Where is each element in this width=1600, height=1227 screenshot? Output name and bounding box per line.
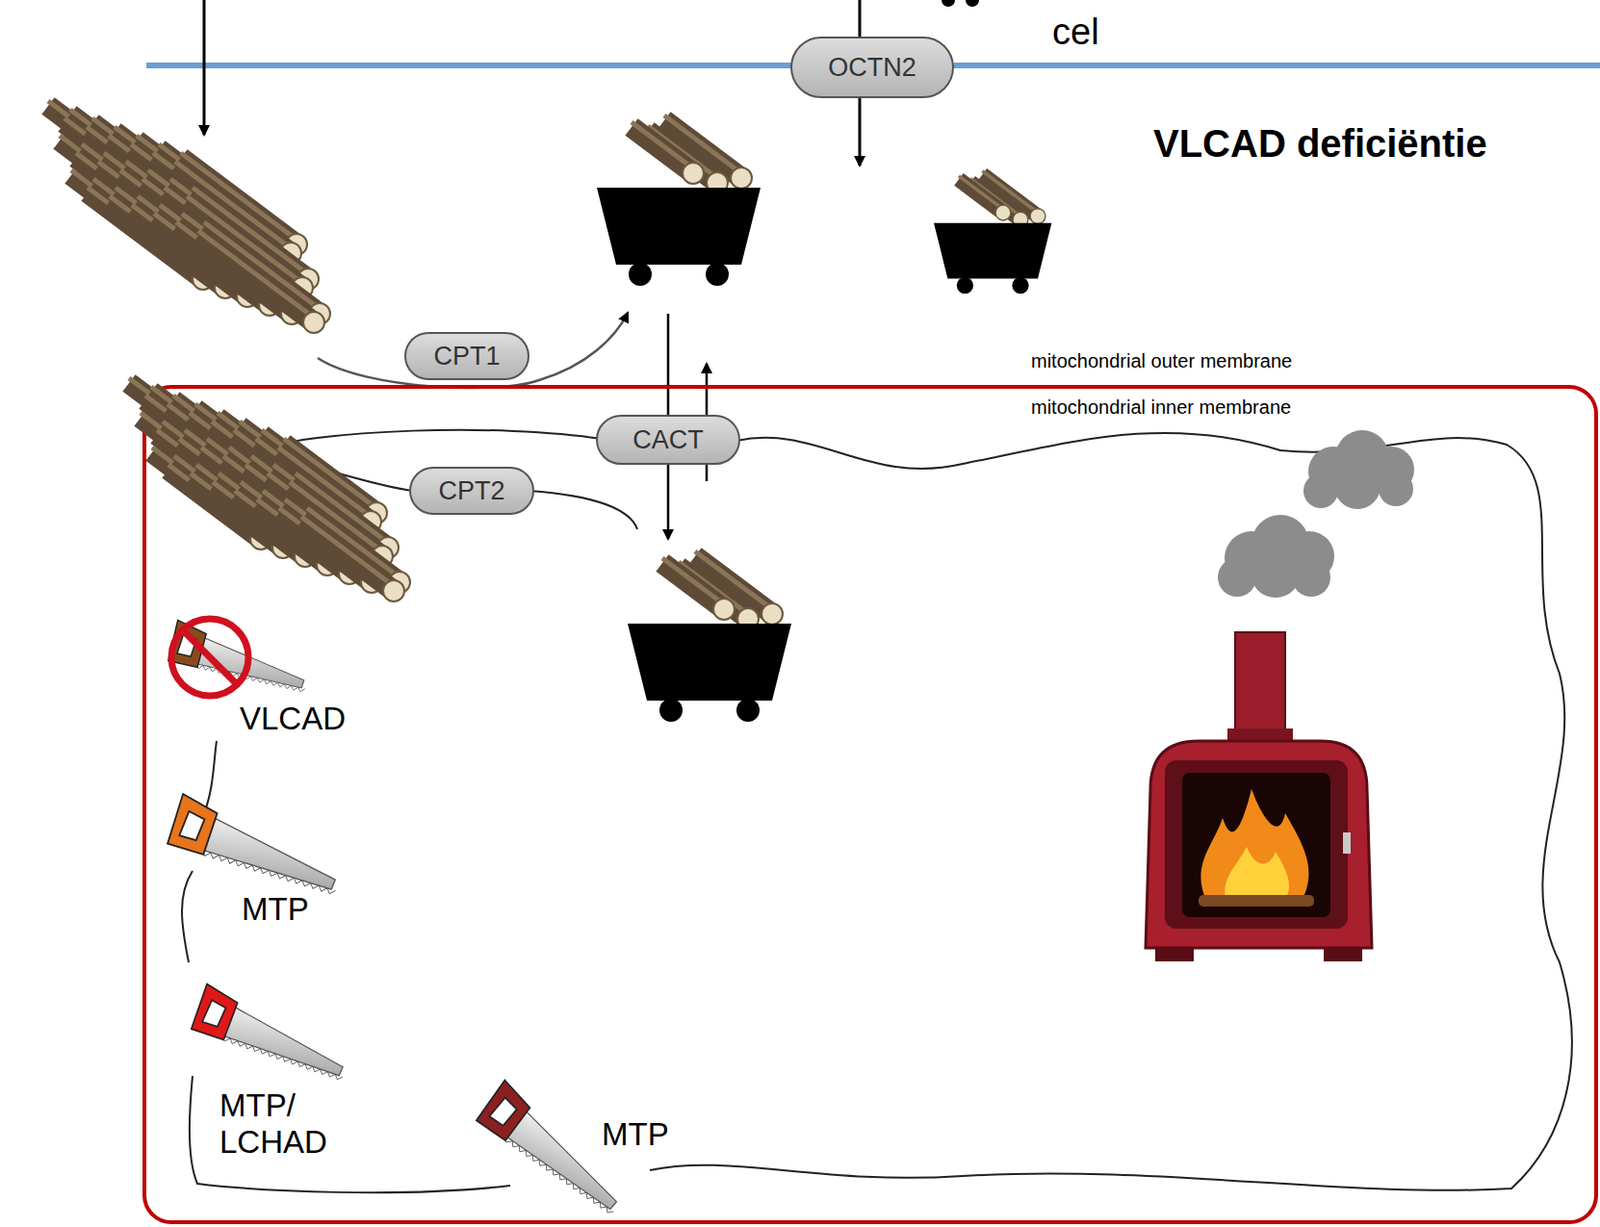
arrow bbox=[317, 312, 628, 388]
log-end bbox=[682, 162, 704, 184]
transporter-pill: CPT1 bbox=[404, 332, 530, 381]
region-label: cel bbox=[1052, 11, 1100, 54]
saw bbox=[473, 1080, 634, 1226]
log-end bbox=[303, 311, 325, 334]
node-label: CPT2 bbox=[438, 476, 505, 507]
prohibited-sign bbox=[171, 619, 249, 697]
transporter-pill: OCTN2 bbox=[790, 36, 955, 99]
log-end bbox=[995, 205, 1011, 221]
cart bbox=[933, 171, 1052, 294]
membrane-label: mitochondrial outer membrane bbox=[1031, 350, 1292, 373]
carnitine-dot bbox=[965, 0, 980, 7]
cart bbox=[596, 115, 761, 286]
log-pile bbox=[48, 101, 331, 334]
saw bbox=[187, 984, 356, 1094]
smoke bbox=[1217, 430, 1415, 598]
arrow bbox=[858, 0, 862, 39]
mitochondrion-outer-membrane bbox=[144, 387, 1597, 1223]
arrow bbox=[858, 96, 862, 166]
arrow bbox=[203, 0, 207, 135]
cart bbox=[627, 551, 792, 723]
enzyme-label: MTP bbox=[601, 1116, 670, 1154]
enzyme-label: MTP bbox=[241, 891, 310, 929]
transporter-pill: CPT2 bbox=[409, 466, 535, 516]
carnitine-dot bbox=[941, 0, 955, 7]
log-pile bbox=[129, 378, 411, 602]
log bbox=[198, 231, 314, 318]
log-end bbox=[1030, 208, 1046, 225]
log bbox=[301, 516, 394, 587]
log bbox=[301, 521, 394, 592]
log-end bbox=[761, 603, 783, 625]
log-end bbox=[383, 580, 405, 602]
log bbox=[631, 122, 694, 169]
log bbox=[662, 558, 724, 605]
membrane-label: mitochondrial inner membrane bbox=[1031, 396, 1291, 419]
title: VLCAD deficiëntie bbox=[1153, 121, 1488, 166]
log-end bbox=[730, 167, 752, 189]
log bbox=[198, 235, 314, 323]
log bbox=[958, 176, 1004, 210]
node-label: CACT bbox=[632, 425, 704, 456]
transporter-pill: CACT bbox=[595, 414, 741, 465]
log-end bbox=[713, 598, 735, 620]
node-label: OCTN2 bbox=[827, 52, 917, 83]
node-label: CPT1 bbox=[433, 341, 500, 372]
enzyme-label: VLCAD bbox=[239, 700, 346, 738]
mitochondrion-inner-membrane bbox=[181, 430, 1573, 1193]
enzyme-label: MTP/ LCHAD bbox=[219, 1087, 328, 1162]
stove bbox=[1145, 632, 1372, 962]
